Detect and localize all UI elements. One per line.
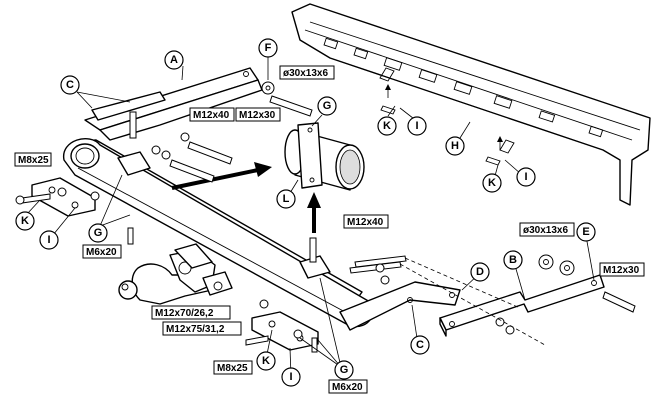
svg-text:K: K	[383, 120, 391, 132]
part-label-I-left: I	[39, 230, 59, 250]
part-label-I-rail-2: I	[516, 167, 536, 187]
part-label-G-left: G	[88, 223, 108, 243]
svg-text:L: L	[283, 193, 290, 205]
svg-text:D: D	[476, 266, 484, 278]
part-label-G-bottom: G	[334, 360, 354, 380]
svg-text:G: G	[323, 100, 332, 112]
svg-text:M8x25: M8x25	[18, 155, 49, 166]
spec-m12x40-right: M12x40	[343, 214, 389, 229]
svg-text:I: I	[289, 371, 292, 383]
svg-text:M12x40: M12x40	[347, 217, 384, 228]
part-label-E: E	[576, 222, 596, 242]
spec-m12x30-top: M12x30	[235, 107, 281, 122]
part-label-A: A	[164, 50, 184, 70]
part-label-L: L	[276, 189, 296, 209]
part-label-K-left: K	[15, 211, 35, 231]
socket-plate	[174, 243, 213, 269]
svg-text:F: F	[265, 42, 272, 54]
spec-m12x30-right: M12x30	[599, 262, 645, 277]
svg-text:M8x25: M8x25	[217, 363, 248, 374]
svg-text:M12x40: M12x40	[193, 110, 230, 121]
part-label-I-rail-1: I	[407, 116, 427, 136]
svg-text:I: I	[415, 120, 418, 132]
bracket-bottom	[251, 311, 319, 351]
part-label-I-bottom: I	[281, 367, 301, 387]
svg-text:B: B	[509, 254, 517, 266]
part-label-K-rail-2: K	[482, 173, 502, 193]
svg-text:ø30x13x6: ø30x13x6	[283, 68, 328, 79]
svg-text:M12x75/31,2: M12x75/31,2	[166, 324, 225, 335]
spec-m6x20-left: M6x20	[82, 244, 122, 259]
rail-clip-1	[380, 84, 396, 115]
spec-m8x25-bottom: M8x25	[213, 360, 253, 375]
svg-text:E: E	[582, 226, 589, 238]
svg-text:C: C	[416, 339, 424, 351]
svg-text:A: A	[170, 54, 178, 66]
svg-text:M6x20: M6x20	[332, 382, 363, 393]
svg-text:K: K	[262, 355, 270, 367]
spec-m12x70: M12x70/26,2	[151, 305, 231, 320]
part-label-H: H	[445, 136, 465, 156]
svg-text:C: C	[66, 79, 74, 91]
svg-text:M12x30: M12x30	[239, 110, 276, 121]
chassis-rail	[291, 3, 651, 206]
svg-text:K: K	[488, 177, 496, 189]
spec-washer-right: ø30x13x6	[519, 222, 575, 237]
side-arm-right	[439, 274, 605, 337]
svg-text:M12x70/26,2: M12x70/26,2	[155, 308, 214, 319]
spec-m8x25-left: M8x25	[14, 152, 52, 167]
mount-bracket-top	[117, 151, 331, 279]
part-label-K-rail-1: K	[377, 116, 397, 136]
svg-text:M6x20: M6x20	[86, 247, 117, 258]
svg-text:M12x30: M12x30	[603, 265, 640, 276]
end-plate-right	[339, 281, 461, 331]
assembly-arrows	[171, 162, 321, 233]
svg-text:I: I	[524, 171, 527, 183]
main-crossbeam	[63, 137, 374, 328]
spec-m12x40-top: M12x40	[189, 107, 235, 122]
towball-neck	[118, 249, 233, 305]
spec-washer-top: ø30x13x6	[279, 65, 335, 80]
spec-m12x75: M12x75/31,2	[162, 321, 242, 336]
part-label-K-bottom: K	[256, 351, 276, 371]
spec-m6x20-bottom: M6x20	[328, 379, 368, 394]
part-label-C-top: C	[60, 75, 80, 95]
svg-text:H: H	[451, 140, 459, 152]
part-label-C-bottom: C	[410, 335, 430, 355]
part-label-G-top: G	[317, 96, 337, 116]
svg-text:G: G	[94, 227, 103, 239]
svg-text:I: I	[47, 234, 50, 246]
side-arm-left	[84, 67, 263, 141]
part-label-F: F	[258, 38, 278, 58]
part-label-B: B	[503, 250, 523, 270]
svg-text:G: G	[340, 364, 349, 376]
part-label-D: D	[470, 262, 490, 282]
spacer-cylinder	[284, 122, 365, 191]
svg-text:K: K	[21, 215, 29, 227]
svg-text:ø30x13x6: ø30x13x6	[523, 225, 568, 236]
